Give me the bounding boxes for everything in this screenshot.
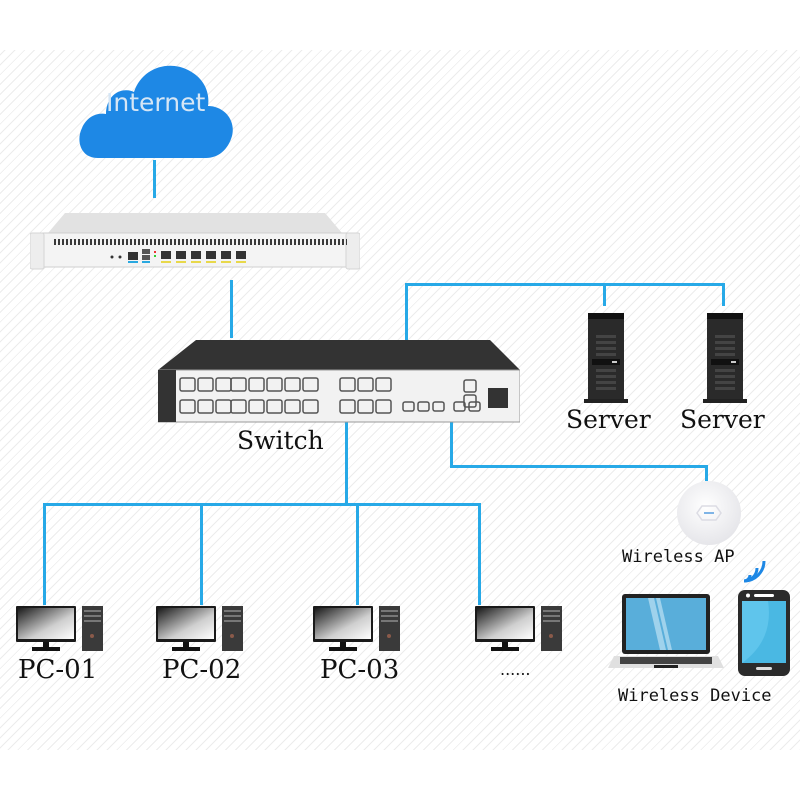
switch-icon — [157, 340, 521, 423]
switch-port — [230, 399, 247, 414]
link-pc-01-drop — [43, 503, 46, 605]
pc-label: PC-03 — [320, 655, 400, 685]
tower-server-icon — [703, 313, 747, 403]
switch-port — [375, 399, 392, 414]
link-switch-ap-horizontal — [450, 465, 708, 468]
wireless-ap-node[interactable] — [676, 480, 742, 546]
pc-node[interactable] — [475, 606, 567, 656]
laptop-icon — [608, 594, 724, 668]
switch-port — [339, 399, 356, 414]
link-pc-03-drop — [356, 503, 359, 605]
desktop-pc-icon — [313, 606, 400, 651]
link-server-1-drop — [603, 283, 606, 306]
switch-port — [357, 399, 374, 414]
desktop-pc-icon — [156, 606, 243, 651]
link-pc-02-drop — [200, 503, 203, 605]
server-1-label: Server — [566, 405, 651, 434]
link-switch-ap-drop — [705, 465, 708, 481]
wireless-ap-label: Wireless AP — [622, 547, 735, 567]
switch-port — [248, 399, 265, 414]
rack-firewall-icon — [29, 213, 361, 270]
laptop-node[interactable] — [608, 592, 724, 672]
link-switch-pcs-vertical — [345, 420, 348, 504]
switch-console-port — [463, 394, 477, 408]
switch-port — [266, 399, 283, 414]
smartphone-node[interactable] — [738, 590, 790, 676]
switch-label: Switch — [237, 426, 324, 455]
link-servers-bus — [405, 283, 725, 286]
link-server-2-drop — [722, 283, 725, 306]
pc-label: ...... — [500, 660, 531, 679]
wireless-device-label: Wireless Device — [618, 686, 772, 706]
switch-port — [375, 377, 392, 392]
switch-sfp-port — [432, 401, 445, 412]
server-2-label: Server — [680, 405, 765, 434]
switch-node[interactable] — [157, 338, 521, 426]
link-internet-router — [153, 160, 156, 198]
switch-port — [302, 377, 319, 392]
link-router-switch — [230, 280, 233, 338]
access-point-icon — [677, 481, 741, 545]
switch-sfp-port — [402, 401, 415, 412]
switch-port — [284, 399, 301, 414]
pc-node[interactable] — [16, 606, 108, 656]
link-switch-servers-vertical — [405, 283, 408, 340]
router-node[interactable] — [29, 205, 361, 275]
switch-port — [248, 377, 265, 392]
switch-port — [339, 377, 356, 392]
pc-label: PC-02 — [162, 655, 242, 685]
internet-label: Internet — [106, 88, 206, 117]
switch-port — [179, 399, 196, 414]
switch-console-port — [463, 379, 477, 393]
pc-node[interactable] — [156, 606, 248, 656]
cloud-icon — [79, 65, 233, 158]
pc-node[interactable] — [313, 606, 405, 656]
switch-port — [266, 377, 283, 392]
link-switch-ap-vertical — [450, 420, 453, 467]
switch-sfp-port — [417, 401, 430, 412]
tower-server-icon — [584, 313, 628, 403]
switch-port — [230, 377, 247, 392]
switch-port — [357, 377, 374, 392]
server-1-node[interactable] — [584, 313, 628, 405]
wifi-signal-icon — [743, 560, 766, 583]
switch-port — [284, 377, 301, 392]
server-2-node[interactable] — [703, 313, 747, 405]
link-pcs-bus — [43, 503, 480, 506]
switch-port — [197, 399, 214, 414]
internet-node[interactable]: Internet — [76, 52, 236, 162]
desktop-pc-icon — [475, 606, 562, 651]
desktop-pc-icon — [16, 606, 103, 651]
pc-label: PC-01 — [18, 655, 98, 685]
smartphone-icon — [738, 590, 790, 676]
switch-port — [179, 377, 196, 392]
switch-port — [197, 377, 214, 392]
link-pc-more-drop — [478, 503, 481, 605]
switch-port — [302, 399, 319, 414]
